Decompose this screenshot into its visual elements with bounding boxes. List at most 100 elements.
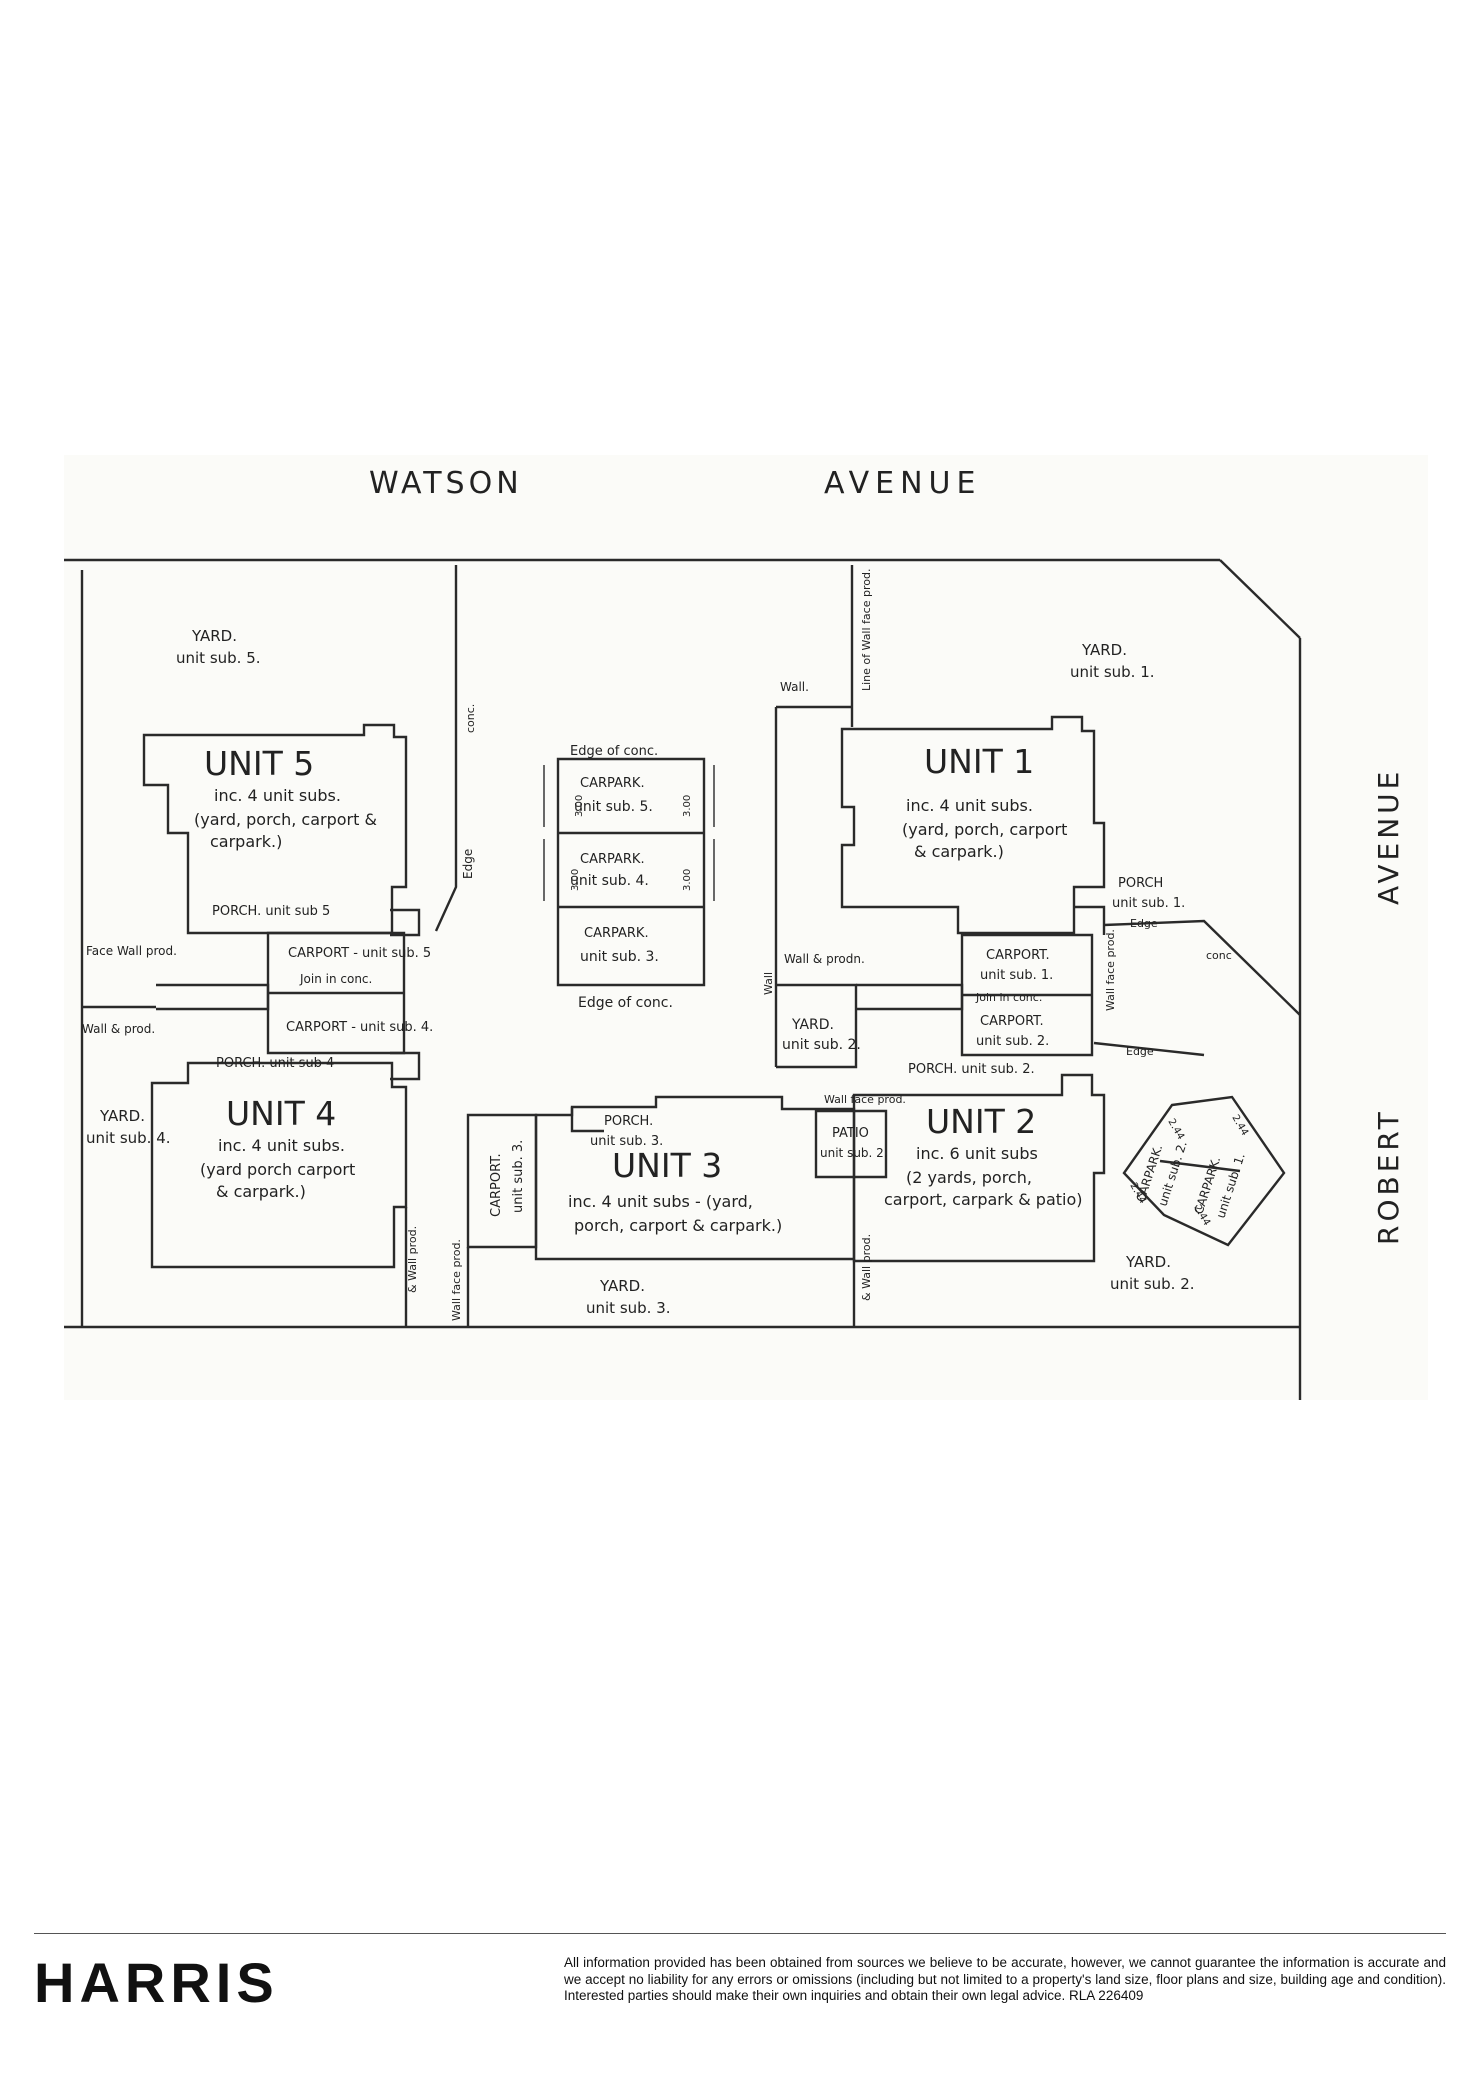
yard2-label: YARD.: [1125, 1253, 1171, 1271]
carpark5-label: CARPARK.: [580, 776, 645, 791]
porch1-label: PORCH: [1118, 876, 1163, 891]
unit5-line3: carpark.): [210, 832, 282, 851]
unit3-line2: porch, carport & carpark.): [574, 1216, 782, 1235]
unit3-title: UNIT 3: [612, 1146, 722, 1185]
unit4-line1: inc. 4 unit subs.: [218, 1136, 345, 1155]
unit5-title: UNIT 5: [204, 744, 314, 783]
carport5-label: CARPORT - unit sub. 5: [288, 946, 431, 961]
street-avenue-right: AVENUE: [1372, 768, 1405, 905]
patio-label: PATIO: [832, 1126, 869, 1141]
yard3-sub: unit sub. 3.: [586, 1299, 671, 1317]
dim-300-a: 3.00: [574, 795, 585, 817]
footer-divider: [34, 1933, 1446, 1934]
unit4-title: UNIT 4: [226, 1094, 336, 1133]
wall-prod-right-note: Wall & prodn.: [784, 952, 865, 966]
patio-sub: unit sub. 2.: [820, 1146, 888, 1160]
street-watson: WATSON: [369, 466, 523, 501]
edge-conc-diagonal-top: [1103, 919, 1301, 1016]
dim-line-left: [543, 765, 715, 901]
carpark5-sub: unit sub. 5.: [574, 799, 653, 815]
unit4-line3: & carpark.): [216, 1182, 306, 1201]
boundary-corner-chamfer: [1219, 559, 1301, 639]
dim-300-d: 3.00: [682, 869, 693, 891]
yard4-label: YARD.: [99, 1107, 145, 1125]
face-wall-prod-note: Face Wall prod.: [86, 944, 177, 958]
wall-prod-left-note: Wall & prod.: [82, 1022, 155, 1036]
porch2-label: PORCH. unit sub. 2.: [908, 1062, 1035, 1077]
edge-right-note: Edge: [1130, 917, 1158, 930]
unit1-line3: & carpark.): [914, 842, 1004, 861]
edge-vertical-note: Edge: [461, 849, 475, 879]
carpark-right-divider: [1159, 1159, 1241, 1173]
conc-right-note: conc: [1206, 949, 1232, 962]
porch3-sub: unit sub. 3.: [590, 1134, 663, 1149]
carport1-sub: unit sub. 1.: [980, 968, 1053, 983]
unit1-title: UNIT 1: [924, 742, 1034, 781]
carport3-label: CARPORT.: [489, 1153, 504, 1217]
join-strip-right: [856, 983, 964, 1011]
edge-conc-bottom-note: Edge of conc.: [578, 995, 673, 1011]
carport1-2-block: [960, 933, 1094, 1057]
unit5-outline: [142, 723, 408, 935]
carpark-column: [556, 757, 706, 987]
carport2-sub: unit sub. 2.: [976, 1034, 1049, 1049]
unit5-line1: inc. 4 unit subs.: [214, 786, 341, 805]
dim-300-b: 3.00: [682, 795, 693, 817]
carpark3-sub: unit sub. 3.: [580, 949, 659, 965]
dim-244-b: 2.44: [1229, 1113, 1250, 1138]
yard1-label: YARD.: [1081, 641, 1127, 659]
porch3-box: [570, 1107, 604, 1133]
yard2-sub: unit sub. 2.: [1110, 1275, 1195, 1293]
conc-vertical-note: conc.: [464, 704, 477, 733]
yard2-mid-label: YARD.: [791, 1017, 834, 1033]
carport1-label: CARPORT.: [986, 948, 1050, 963]
carport3-sub: unit sub. 3.: [511, 1140, 526, 1213]
unit4-outline: [150, 1061, 408, 1269]
porch5-box: [390, 908, 421, 937]
carpark4-label: CARPARK.: [580, 852, 645, 867]
site-plan-drawing: WATSON AVENUE AVENUE ROBERT UNIT 5 inc. …: [64, 466, 1405, 1400]
cl-wall-prod-bottom-note: & Wall prod.: [406, 1226, 419, 1293]
wall-face-prod-mid-note: Wall face prod.: [824, 1093, 906, 1106]
street-avenue-top: AVENUE: [824, 466, 981, 501]
driveway-edge-left: [434, 565, 458, 932]
edge-right-lower-note: Edge: [1126, 1045, 1154, 1058]
porch4-label: PORCH. unit sub 4: [216, 1056, 334, 1071]
street-robert: ROBERT: [1372, 1108, 1405, 1245]
join-right-label: Join in conc.: [975, 991, 1042, 1004]
porch4-box: [390, 1051, 421, 1081]
wall-vertical-note: Wall: [762, 972, 775, 995]
yard3-label: YARD.: [599, 1277, 645, 1295]
unit4-line2: (yard porch carport: [200, 1160, 355, 1179]
porch1-box: [1074, 905, 1106, 935]
wall-face-prod-bottom-note: Wall face prod.: [450, 1239, 463, 1321]
unit3-line1: inc. 4 unit subs - (yard,: [568, 1192, 753, 1211]
join-left-label: Join in conc.: [299, 972, 372, 986]
unit1-line2: (yard, porch, carport: [902, 820, 1067, 839]
unit2-line2: (2 yards, porch,: [906, 1168, 1032, 1187]
dim-244-a: 2.44: [1165, 1117, 1186, 1142]
yard2-mid-sub: unit sub. 2.: [782, 1037, 861, 1053]
unit2-line1: inc. 6 unit subs: [916, 1144, 1038, 1163]
edge-conc-diagonal-lower: [1093, 1041, 1205, 1057]
join-strip-left: [156, 983, 270, 1011]
carport4-label: CARPORT - unit sub. 4.: [286, 1020, 433, 1035]
porch1-sub: unit sub. 1.: [1112, 896, 1185, 911]
site-plan: WATSON AVENUE AVENUE ROBERT UNIT 5 inc. …: [64, 455, 1428, 1400]
carpark3-label: CARPARK.: [584, 926, 649, 941]
porch3-label: PORCH.: [604, 1114, 653, 1129]
edge-conc-top-note: Edge of conc.: [570, 744, 658, 759]
unit2-title: UNIT 2: [926, 1102, 1036, 1141]
patio-box: [814, 1109, 888, 1179]
carpark4-sub: unit sub. 4.: [570, 873, 649, 889]
dim-300-c: 3.00: [570, 869, 581, 891]
unit1-line1: inc. 4 unit subs.: [906, 796, 1033, 815]
cl-wall-prod-right-note: & Wall prod.: [860, 1234, 873, 1301]
footer-disclaimer: All information provided has been obtain…: [564, 1955, 1446, 2003]
yard5-label: YARD.: [191, 627, 237, 645]
dim-244-d: 2.44: [1191, 1203, 1212, 1228]
yard5-sub: unit sub. 5.: [176, 649, 261, 667]
yard1-sub: unit sub. 1.: [1070, 663, 1155, 681]
wall-face-prod-note: Wall face prod.: [1104, 929, 1117, 1011]
carpark-right-block: [1122, 1095, 1286, 1247]
